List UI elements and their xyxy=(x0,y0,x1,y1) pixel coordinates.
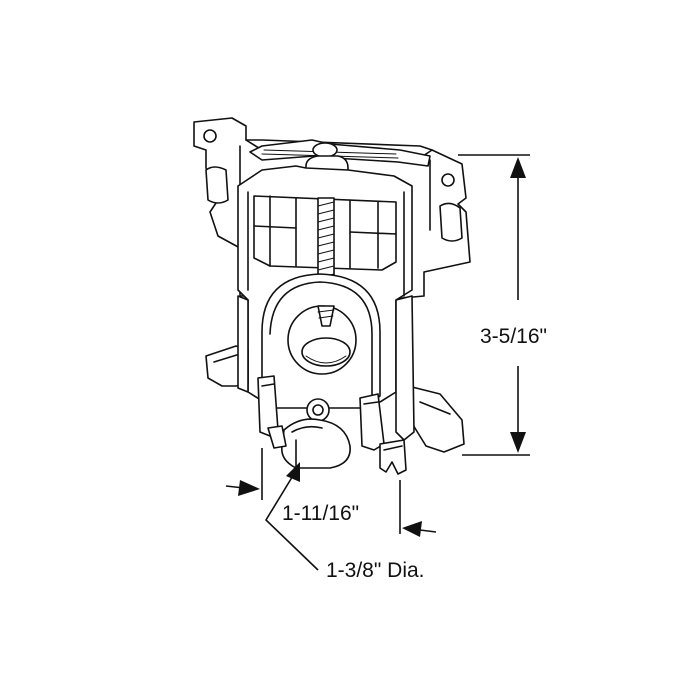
left-mount-hole xyxy=(203,129,217,143)
left-side-tab xyxy=(205,295,249,393)
height-arrow-bottom xyxy=(510,432,526,453)
right-mount-hole xyxy=(441,173,455,187)
height-label: 3-5/16" xyxy=(480,325,547,348)
wheel-carrier xyxy=(261,273,381,422)
lower-clips xyxy=(257,375,385,451)
width-line-right xyxy=(419,529,437,533)
height-dimension: 3-5/16" xyxy=(458,154,547,456)
right-adjust-slot xyxy=(439,202,463,242)
diameter-arrow xyxy=(286,462,300,482)
threaded-adjust-screw xyxy=(317,197,335,287)
diameter-leader-line xyxy=(264,473,319,571)
wheel-diameter-dimension: 1-3/8" Dia. xyxy=(264,462,425,582)
width-label: 1-11/16" xyxy=(282,502,359,525)
width-arrow-right xyxy=(402,521,422,537)
wheel-diameter-label: 1-3/8" Dia. xyxy=(326,559,425,582)
height-arrow-top xyxy=(510,157,526,178)
left-adjust-slot xyxy=(205,166,229,204)
bottom-feet xyxy=(267,425,407,475)
width-arrow-left xyxy=(238,480,260,496)
roller-wheel xyxy=(280,418,351,469)
right-side-tab xyxy=(395,295,465,453)
roller-assembly-part xyxy=(193,117,471,475)
width-dimension: 1-11/16" xyxy=(225,448,437,537)
